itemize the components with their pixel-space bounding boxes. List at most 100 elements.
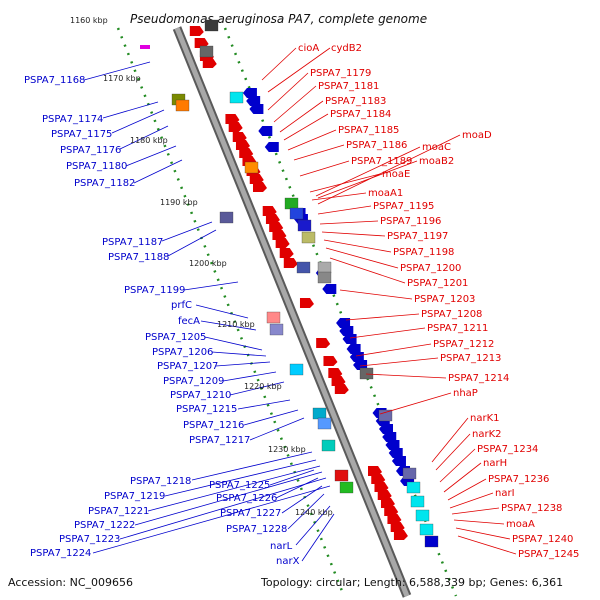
gene-arrow-forward bbox=[316, 338, 331, 348]
gene-label[interactable]: PSPA7_1215 bbox=[176, 404, 237, 415]
gene-label[interactable]: PSPA7_1196 bbox=[380, 216, 441, 227]
gene-label[interactable]: PSPA7_1199 bbox=[124, 285, 185, 296]
gene-label[interactable]: PSPA7_1210 bbox=[170, 390, 231, 401]
gene-label[interactable]: cydB2 bbox=[331, 43, 362, 54]
gene-label[interactable]: moaC bbox=[422, 142, 451, 153]
leader-line bbox=[287, 493, 325, 530]
gene-label[interactable]: PSPA7_1238 bbox=[501, 503, 562, 514]
gene-label[interactable]: PSPA7_1205 bbox=[145, 332, 206, 343]
gene-label[interactable]: fecA bbox=[178, 316, 200, 327]
gene-label[interactable]: narX bbox=[276, 556, 300, 567]
gene-label[interactable]: PSPA7_1179 bbox=[310, 68, 371, 79]
gene-arrow-reverse bbox=[339, 326, 354, 336]
gene-label[interactable]: narK2 bbox=[472, 429, 502, 440]
gene-label[interactable]: moaA bbox=[506, 519, 535, 530]
gene-label[interactable]: PSPA7_1180 bbox=[66, 161, 127, 172]
gene-arrow-forward bbox=[194, 38, 209, 48]
gene-label[interactable]: PSPA7_1206 bbox=[152, 347, 213, 358]
gene-block bbox=[424, 535, 439, 548]
leader-line bbox=[229, 381, 285, 396]
gene-label[interactable]: PSPA7_1200 bbox=[400, 263, 461, 274]
gene-label[interactable]: PSPA7_1207 bbox=[157, 361, 218, 372]
gene-arrow-forward bbox=[228, 122, 243, 132]
gene-label[interactable]: PSPA7_1212 bbox=[433, 339, 494, 350]
gene-label[interactable]: PSPA7_1227 bbox=[220, 508, 281, 519]
scale-label: 1220 kbp bbox=[244, 382, 282, 391]
leader-line bbox=[92, 485, 331, 554]
gene-label[interactable]: PSPA7_1221 bbox=[88, 506, 149, 517]
gene-arrow-forward bbox=[374, 482, 389, 492]
gene-label[interactable]: moaE bbox=[382, 169, 410, 180]
leader-line bbox=[287, 129, 337, 151]
gene-label[interactable]: PSPA7_1181 bbox=[318, 81, 379, 92]
gene-label[interactable]: PSPA7_1183 bbox=[325, 96, 386, 107]
gene-label[interactable]: PSPA7_1213 bbox=[440, 353, 501, 364]
gene-label[interactable]: PSPA7_1208 bbox=[421, 309, 482, 320]
gene-label[interactable]: moaD bbox=[462, 130, 492, 141]
leader-line bbox=[431, 417, 469, 463]
gene-label[interactable]: PSPA7_1224 bbox=[30, 548, 91, 559]
gene-label[interactable]: nhaP bbox=[453, 388, 478, 399]
gene-arrow-reverse bbox=[382, 432, 397, 442]
gene-label[interactable]: PSPA7_1236 bbox=[488, 474, 549, 485]
scale-label: 1240 kbp bbox=[295, 508, 333, 517]
leader-line bbox=[317, 160, 418, 199]
gene-label[interactable]: PSPA7_1223 bbox=[59, 534, 120, 545]
gene-label[interactable]: narK1 bbox=[470, 413, 500, 424]
scale-label: 1210 kbp bbox=[217, 320, 255, 329]
gene-label[interactable]: PSPA7_1225 bbox=[209, 480, 270, 491]
gene-label[interactable]: PSPA7_1195 bbox=[373, 201, 434, 212]
gene-label[interactable]: PSPA7_1187 bbox=[102, 237, 163, 248]
gene-label[interactable]: PSPA7_1176 bbox=[60, 145, 121, 156]
gene-block bbox=[175, 99, 190, 112]
leader-line bbox=[283, 113, 329, 141]
gene-label[interactable]: PSPA7_1234 bbox=[477, 444, 538, 455]
gene-label[interactable]: PSPA7_1203 bbox=[414, 294, 475, 305]
gene-label[interactable]: narH bbox=[483, 458, 507, 469]
leader-line bbox=[237, 399, 291, 410]
right-gene-labels: cioA cydB2 PSPA7_1179 PSPA7_1181 PSPA7_1… bbox=[298, 43, 579, 560]
gene-label[interactable]: PSPA7_1219 bbox=[104, 491, 165, 502]
gene-arrow-forward bbox=[377, 490, 392, 500]
gene-arrow-forward bbox=[252, 182, 267, 192]
gene-label[interactable]: PSPA7_1175 bbox=[51, 129, 112, 140]
leader-line bbox=[447, 478, 487, 501]
gene-label[interactable]: PSPA7_1188 bbox=[108, 252, 169, 263]
gene-label[interactable]: PSPA7_1245 bbox=[518, 549, 579, 560]
gene-label[interactable]: PSPA7_1218 bbox=[130, 476, 191, 487]
gene-label[interactable]: PSPA7_1240 bbox=[512, 534, 573, 545]
gene-label[interactable]: PSPA7_1201 bbox=[407, 278, 468, 289]
gene-label[interactable]: PSPA7_1216 bbox=[183, 420, 244, 431]
gene-block bbox=[317, 271, 332, 284]
gene-label[interactable]: PSPA7_1217 bbox=[189, 435, 250, 446]
leader-line bbox=[321, 231, 386, 237]
gene-label[interactable]: PSPA7_1222 bbox=[74, 520, 135, 531]
gene-label[interactable]: PSPA7_1185 bbox=[338, 125, 399, 136]
gene-label[interactable]: PSPA7_1211 bbox=[427, 323, 488, 334]
gene-label[interactable]: PSPA7_1198 bbox=[393, 247, 454, 258]
leader-line bbox=[317, 134, 461, 205]
gene-label[interactable]: PSPA7_1174 bbox=[42, 114, 103, 125]
gene-label[interactable]: PSPA7_1214 bbox=[448, 373, 509, 384]
leader-line bbox=[222, 371, 277, 382]
leader-line bbox=[451, 507, 500, 515]
gene-label[interactable]: PSPA7_1189 bbox=[351, 156, 412, 167]
gene-label[interactable]: PSPA7_1226 bbox=[216, 493, 277, 504]
gene-arrow-reverse bbox=[258, 126, 273, 136]
gene-label[interactable]: PSPA7_1228 bbox=[226, 524, 287, 535]
gene-block bbox=[406, 481, 421, 494]
gene-label[interactable]: PSPA7_1168 bbox=[24, 75, 85, 86]
gene-label[interactable]: PSPA7_1182 bbox=[74, 178, 135, 189]
gene-label[interactable]: narL bbox=[270, 541, 293, 552]
gene-label[interactable]: prfC bbox=[171, 300, 192, 311]
gene-label[interactable]: PSPA7_1184 bbox=[330, 109, 391, 120]
gene-label[interactable]: moaB2 bbox=[419, 156, 454, 167]
gene-label[interactable]: moaA1 bbox=[368, 188, 403, 199]
gene-label[interactable]: PSPA7_1209 bbox=[163, 376, 224, 387]
scale-label: 1160 kbp bbox=[70, 16, 108, 25]
gene-label[interactable]: cioA bbox=[298, 43, 319, 54]
gene-label[interactable]: PSPA7_1186 bbox=[346, 140, 407, 151]
gene-label[interactable]: narI bbox=[495, 488, 515, 499]
leader-line bbox=[261, 47, 297, 81]
gene-label[interactable]: PSPA7_1197 bbox=[387, 231, 448, 242]
